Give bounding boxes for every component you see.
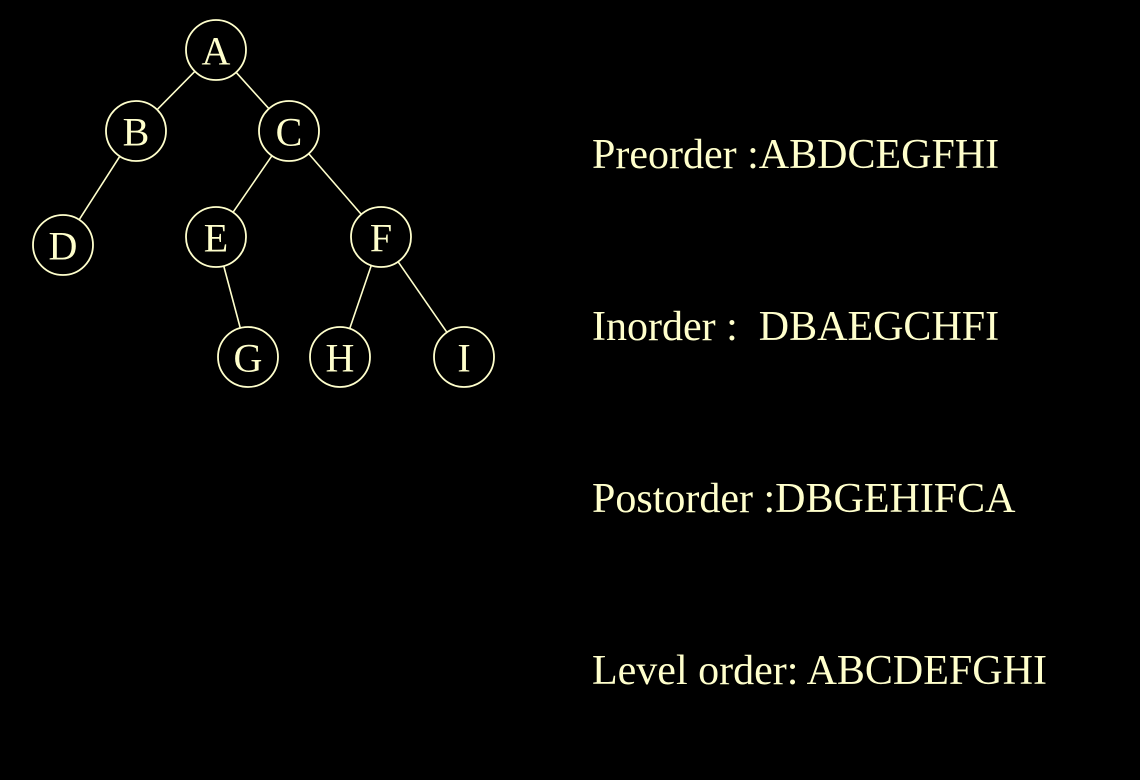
node-label: A (202, 29, 231, 74)
node-label: C (276, 110, 303, 155)
node-f: F (350, 206, 412, 268)
preorder-line: Preorder :ABDCEGFHI (592, 132, 1000, 178)
node-label: F (370, 216, 392, 261)
node-circle (185, 206, 247, 268)
node-label: I (457, 336, 470, 381)
node-circle (185, 19, 247, 81)
node-g: G (217, 326, 279, 388)
node-h: H (309, 326, 371, 388)
node-circle (258, 100, 320, 162)
node-label: G (234, 336, 263, 381)
binary-tree-diagram: A B C D E F G H I (32, 19, 495, 388)
edge-e-g (222, 265, 242, 329)
edge-f-i (397, 261, 448, 333)
inorder-line: Inorder : DBAEGCHFI (592, 304, 1000, 350)
edge-a-b (156, 70, 196, 111)
edge-b-d (78, 155, 121, 221)
node-c: C (258, 100, 320, 162)
levelorder-line: Level order: ABCDEFGHI (592, 648, 1047, 694)
node-circle (32, 214, 94, 276)
node-d: D (32, 214, 94, 276)
node-e: E (185, 206, 247, 268)
node-i: I (433, 326, 495, 388)
edge-c-e (232, 155, 273, 213)
tree-edges (78, 70, 448, 333)
edge-a-c (235, 71, 270, 110)
node-circle (105, 100, 167, 162)
node-circle (309, 326, 371, 388)
node-label: B (123, 110, 150, 155)
node-label: H (326, 336, 355, 381)
node-label: D (49, 224, 78, 269)
edge-f-h (348, 265, 373, 329)
node-a: A (185, 19, 247, 81)
tree-nodes: A B C D E F G H I (32, 19, 495, 388)
node-circle (350, 206, 412, 268)
node-circle (433, 326, 495, 388)
postorder-line: Postorder :DBGEHIFCA (592, 476, 1016, 522)
node-label: E (204, 216, 228, 261)
traversal-list: Preorder :ABDCEGFHI Inorder : DBAEGCHFI … (592, 50, 1047, 780)
node-circle (217, 326, 279, 388)
edge-c-f (308, 153, 362, 215)
node-b: B (105, 100, 167, 162)
